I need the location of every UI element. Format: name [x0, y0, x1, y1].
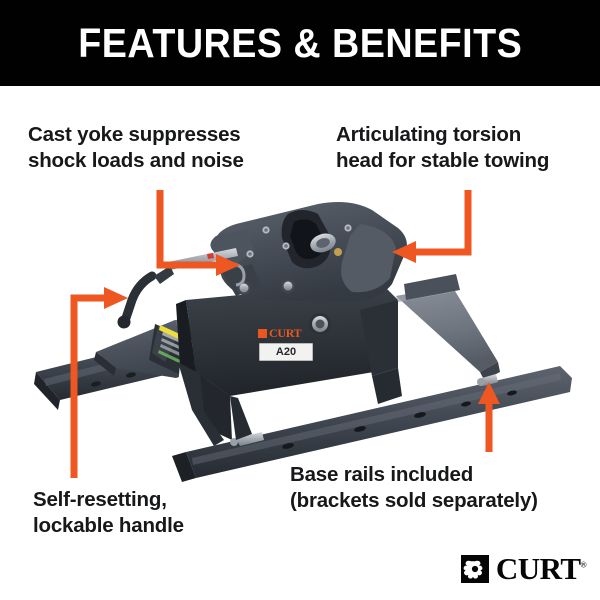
callout-torsion-head: Articulating torsion head for stable tow… — [336, 123, 550, 173]
curt-wordmark: CURT® — [495, 551, 587, 586]
product-model-label: A20 — [275, 345, 297, 358]
hitch-main-body — [176, 282, 398, 450]
product-curt-decal-text: CURT — [269, 326, 302, 340]
hitch-center-leg — [230, 368, 402, 440]
product-curt-decal: CURT — [258, 326, 302, 340]
articulating-torsion-head — [210, 202, 407, 302]
callout-cast-yoke: Cast yoke suppresses shock loads and noi… — [28, 123, 244, 173]
curt-brand-logo: CURT® — [460, 551, 587, 586]
product-model-plate: A20 — [259, 343, 313, 361]
callout-lockable-handle: Self-resetting, lockable handle — [33, 488, 184, 538]
curt-pinwheel-icon — [460, 554, 489, 583]
base-rail-front — [172, 366, 572, 482]
curt-emblem-small-icon — [258, 328, 267, 338]
trademark-symbol: ® — [580, 560, 587, 570]
page-title: FEATURES & BENEFITS — [78, 19, 522, 66]
callout-base-rails: Base rails included (brackets sold separ… — [290, 463, 538, 513]
header-band: FEATURES & BENEFITS — [0, 0, 600, 86]
support-leg-right — [396, 274, 500, 380]
curt-wordmark-text: CURT — [495, 551, 581, 586]
